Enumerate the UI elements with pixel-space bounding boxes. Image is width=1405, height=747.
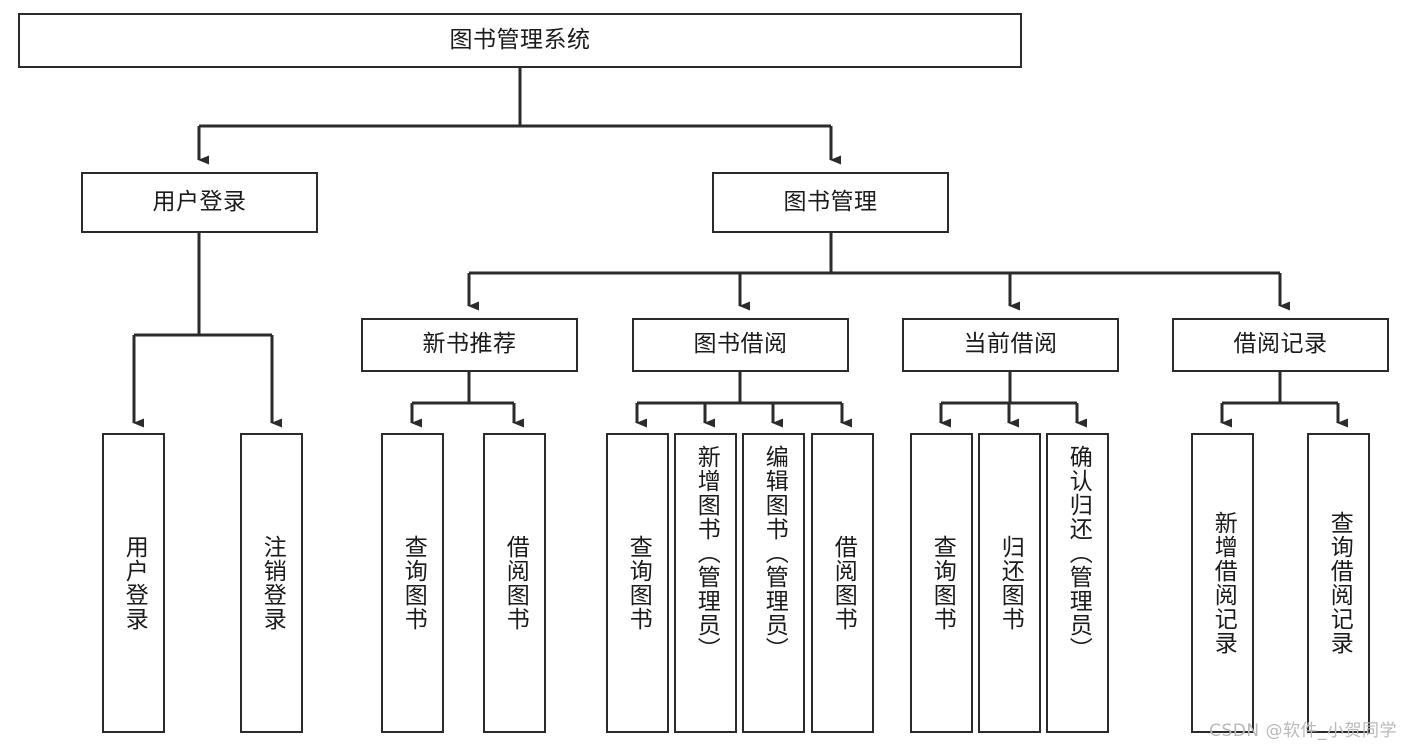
leaf-user-login-login[interactable]: 用户登录 [102,433,165,733]
node-book-borrow[interactable]: 图书借阅 [632,318,849,372]
node-label: 查询借阅记录 [1326,511,1353,655]
leaf-book-borrow-borrow-book[interactable]: 借阅图书 [811,433,874,733]
leaf-book-borrow-query-book[interactable]: 查询图书 [606,433,669,733]
leaf-current-borrow-query-book[interactable]: 查询图书 [910,433,973,733]
node-root-book-management-system[interactable]: 图书管理系统 [18,13,1022,68]
node-label: 查询图书 [625,535,652,631]
leaf-book-borrow-add-book-admin[interactable]: 新增图书（管理员） [674,433,737,733]
node-user-login[interactable]: 用户登录 [81,172,318,233]
node-label: 新书推荐 [422,331,517,358]
leaf-borrow-records-add-record[interactable]: 新增借阅记录 [1191,433,1254,733]
node-label: 图书管理系统 [449,26,591,53]
node-label: 编辑图书（管理员） [761,445,788,661]
leaf-borrow-records-query-record[interactable]: 查询借阅记录 [1307,433,1370,733]
node-label: 注销登录 [259,535,286,631]
node-label: 确认归还（管理员） [1065,445,1092,661]
node-label: 查询图书 [400,535,427,631]
node-label: 当前借阅 [963,331,1058,358]
node-label: 借阅图书 [830,535,857,631]
node-label: 新增借阅记录 [1210,511,1237,655]
node-label: 借阅记录 [1233,331,1328,358]
node-label: 用户登录 [121,535,148,631]
node-book-management[interactable]: 图书管理 [712,172,949,233]
leaf-new-book-query-book[interactable]: 查询图书 [381,433,444,733]
node-label: 借阅图书 [502,535,529,631]
leaf-new-book-borrow-book[interactable]: 借阅图书 [483,433,546,733]
leaf-book-borrow-edit-book-admin[interactable]: 编辑图书（管理员） [742,433,805,733]
node-borrow-records[interactable]: 借阅记录 [1172,318,1389,372]
node-label: 新增图书（管理员） [693,445,720,661]
leaf-current-borrow-return-book[interactable]: 归还图书 [978,433,1041,733]
node-new-book-recommend[interactable]: 新书推荐 [361,318,578,372]
node-label: 用户登录 [152,188,247,215]
node-label: 查询图书 [929,535,956,631]
node-current-borrow[interactable]: 当前借阅 [902,318,1119,372]
leaf-user-login-logout[interactable]: 注销登录 [240,433,303,733]
node-label: 图书管理 [783,188,878,215]
node-label: 图书借阅 [693,331,788,358]
node-label: 归还图书 [997,535,1024,631]
leaf-current-borrow-confirm-return-admin[interactable]: 确认归还（管理员） [1046,433,1109,733]
